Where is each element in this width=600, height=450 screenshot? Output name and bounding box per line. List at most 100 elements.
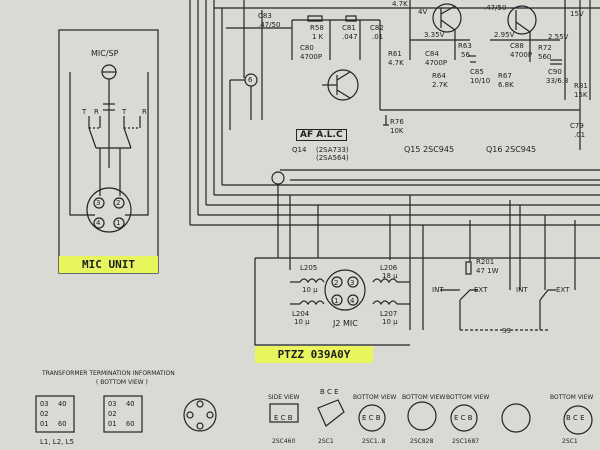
mic-unit-title: MIC UNIT [59, 256, 158, 273]
tf-a-o3: O3 [40, 400, 49, 408]
c84-value: 4700P [425, 59, 448, 67]
c80-label: C80 [300, 44, 314, 52]
r-right-label: R [142, 108, 147, 116]
t-right-label: T [122, 108, 127, 116]
mic-plug-body [86, 187, 132, 233]
tf-coil-label: L1, L2, L5 [40, 438, 74, 446]
pinout-5-name: 2SC1687 [452, 438, 480, 445]
r76-label: R76 [390, 118, 404, 126]
pinout-2-name: 2SC1 [318, 438, 334, 445]
tf-a-6o: 6O [58, 420, 67, 428]
c84-label: C84 [425, 50, 439, 58]
j2-pin-3: 3 [350, 279, 355, 287]
pinout-7-pins: B C E [566, 414, 585, 422]
r81-value: 15K [574, 91, 588, 99]
pinout-5-pins: E C B [454, 414, 473, 422]
v4-label: 4V [418, 8, 428, 16]
part-number-plate: PTZZ 039A0Y [255, 346, 373, 363]
c83-value: .47/50 [258, 21, 281, 29]
r57-value: 4.7K [392, 0, 408, 8]
c88-value: 4700P [510, 51, 533, 59]
transformer-title: TRANSFORMER TERMINATION INFORMATION [42, 370, 175, 377]
c85-value: 10/10 [470, 77, 491, 85]
r72-label: R72 [538, 44, 552, 52]
q15-transistor [432, 3, 462, 33]
pinout-1-name: 2SC460 [272, 438, 296, 445]
r81-label: R81 [574, 82, 588, 90]
l207-value: 10 μ [382, 318, 398, 326]
tf-b-4o: 4O [126, 400, 135, 408]
pinout-3-name: 2SC1..8 [362, 438, 386, 445]
pinout-5-title: BOTTOM VIEW [446, 394, 490, 401]
mic-pin-3: 3 [96, 199, 101, 207]
q14-type-a: (2SA733) [316, 146, 349, 154]
q14-label: Q14 [292, 146, 307, 154]
r61-label: R61 [388, 50, 402, 58]
l204-value: 10 μ [294, 318, 310, 326]
ext-label-2: EXT [556, 286, 570, 294]
mic-pin-1: 1 [116, 219, 121, 227]
pinout-7-title: BOTTOM VIEW [550, 394, 594, 401]
r67-value: 6.8K [498, 81, 514, 89]
ext-label-1: EXT [474, 286, 488, 294]
l207-label: L207 [380, 310, 398, 318]
j2-pin-2: 2 [334, 279, 339, 287]
j2-mic-connector [324, 269, 366, 311]
mic-pin-4: 4 [96, 219, 101, 227]
l206-value: 18 μ [382, 272, 398, 280]
tf-b-o2: O2 [108, 410, 117, 418]
c82-value: .01 [372, 33, 384, 41]
r76-value: 10K [390, 127, 404, 135]
mic-sp-label: MIC/SP [91, 49, 119, 58]
l206-label: L206 [380, 264, 398, 272]
r201-value: 47 1W [476, 267, 499, 275]
tf-b-6o: 6O [126, 420, 135, 428]
r-left-label: R [94, 108, 99, 116]
int-label-2: INT [516, 286, 528, 294]
r58-value: 1 K [312, 33, 324, 41]
pinout-3-title: BOTTOM VIEW [353, 394, 397, 401]
t-left-label: T [82, 108, 87, 116]
c80-value: 4700P [300, 53, 323, 61]
v15-label: 15V [570, 10, 584, 18]
c79-label: C79 [570, 122, 584, 130]
c90-label: C90 [548, 68, 562, 76]
j2-pin-4: 4 [350, 297, 355, 305]
connector-node [271, 171, 285, 185]
r58-label: R58 [310, 24, 324, 32]
c81-label: C81 [342, 24, 356, 32]
r72-value: 560 [538, 53, 552, 61]
tf-a-o1: O1 [40, 420, 49, 428]
pinout-3-pins: E C B [362, 414, 381, 422]
c85-label: C85 [470, 68, 484, 76]
q16-label: Q16 2SC945 [486, 145, 537, 154]
q15-label: Q15 2SC945 [404, 145, 455, 154]
q16-transistor [507, 5, 537, 35]
v335-label: 3.35V [424, 31, 445, 39]
r61-value: 4.7K [388, 59, 404, 67]
c81-value: .047 [342, 33, 358, 41]
r64-label: R64 [432, 72, 446, 80]
l205-value: 10 μ [302, 286, 318, 294]
v47-50-label: .47/50 [484, 4, 507, 12]
q14-type-b: (2SA564) [316, 154, 349, 162]
int-label-1: INT [432, 286, 444, 294]
l204-label: L204 [292, 310, 310, 318]
c83-label: C83 [258, 12, 272, 20]
r63-value: 56 [461, 51, 470, 59]
c88-label: C88 [510, 42, 524, 50]
r63-label: R63 [458, 42, 472, 50]
tf-b-o3: O3 [108, 400, 117, 408]
j2-mic-label: J2 MIC [333, 319, 358, 328]
pinout-1-pins: E C B [274, 414, 293, 422]
v255-label: 2.55V [548, 33, 569, 41]
af-alc-label: AF A.L.C [296, 129, 347, 141]
l205-label: L205 [300, 264, 318, 272]
mic-pin-2: 2 [116, 199, 121, 207]
s3-label: S3 [502, 327, 511, 335]
tf-b-o1: O1 [108, 420, 117, 428]
pinout-4-name: 2SC828 [410, 438, 434, 445]
r201-label: R201 [476, 258, 495, 266]
pinout-4-title: BOTTOM VIEW [402, 394, 446, 401]
